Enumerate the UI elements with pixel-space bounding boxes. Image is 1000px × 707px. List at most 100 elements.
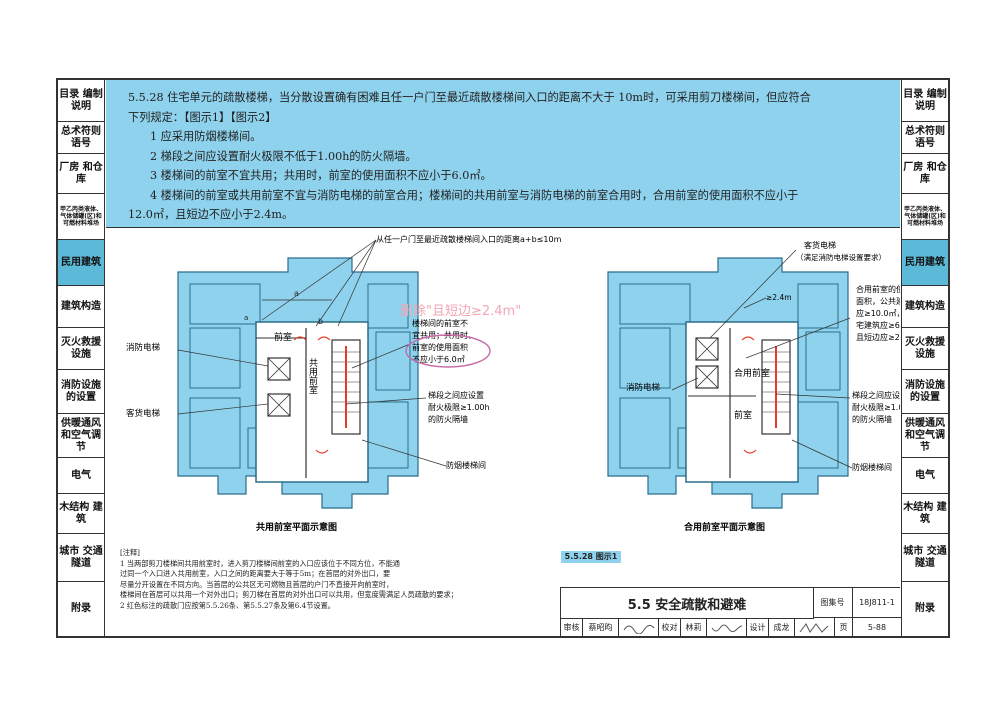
floor-plan-drawings: a b a 前室 共用前室	[106, 228, 923, 548]
svg-text:a: a	[294, 289, 299, 298]
svg-text:梯段之间应设置: 梯段之间应设置	[428, 390, 484, 400]
tab-appendix[interactable]: 附录	[915, 603, 935, 614]
right-area-annotation: 合用前室的使用 面积，公共建筑 应≥10.0㎡，住 宅建筑应≥6.0㎡， 且短边…	[856, 284, 923, 342]
clause-item-4a: 4 楼梯间的前室或共用前室不宜与消防电梯的前室合用；楼梯间的共用前室与消防电梯的…	[150, 188, 799, 202]
tab-electric[interactable]: 电气	[902, 458, 948, 494]
page-number: 5-88	[867, 623, 887, 632]
right-tab-column: 目录 编制说明 总术符则语号 厂房 和仓库 甲乙丙类液体、气体储罐(区)和可燃材…	[901, 80, 948, 636]
title-block: 5.5 安全疏散和避难 图集号 18J811-1 审核 蔡昭昀 校对 林莉 设计…	[560, 587, 901, 637]
svg-text:应≥10.0㎡，住: 应≥10.0㎡，住	[856, 308, 900, 318]
note-1c: 尽量分开设置在不同方向。当首层的公共区无可燃物且首层的户门不直接开向前室时，	[120, 579, 394, 589]
clause-item-4b: 12.0㎡，且短边不应小于2.4m。	[128, 208, 294, 221]
svg-text:耐火极限≥1.00h: 耐火极限≥1.00h	[428, 402, 490, 412]
right-floor-plan: 合用前室 前室 客货电梯 （满足消防电梯设置要求） 消防电梯 ≥2.4m	[607, 240, 923, 533]
checker-name: 林莉	[681, 618, 707, 637]
tab-hvac[interactable]: 供暖通风 和空气调节	[902, 414, 948, 458]
section-title: 5.5 安全疏散和避难	[561, 588, 814, 619]
left-fire-elevator-label: 消防电梯	[126, 342, 161, 353]
check-label: 校对	[659, 618, 681, 637]
svg-text:楼梯间的前室不: 楼梯间的前室不	[412, 318, 468, 328]
clause-line-2: 下列规定：【图示1】【图示2】	[128, 110, 277, 124]
tab-hvac[interactable]: 供暖通风 和空气调节	[58, 414, 104, 458]
tab-construction[interactable]: 建筑构造	[902, 286, 948, 328]
atlas-label: 图集号	[813, 588, 853, 618]
designer-signature	[795, 618, 835, 637]
right-room-combined: 合用前室	[734, 367, 770, 379]
tab-tanks[interactable]: 甲乙丙类液体、气体储罐(区)和可燃材料堆场	[58, 194, 104, 240]
tab-terms[interactable]: 总术符则语号	[58, 122, 104, 154]
right-wall-annotation: 梯段之间应设置 耐火极限≥1.00h 的防火隔墙	[852, 390, 914, 424]
right-smoke-stair-label: 防烟楼梯间	[852, 462, 892, 472]
svg-text:a: a	[244, 314, 248, 322]
tab-tunnel[interactable]: 城市 交通隧道	[58, 534, 104, 582]
right-fire-elevator-label: 消防电梯	[626, 382, 661, 393]
tab-civil-buildings[interactable]: 民用建筑	[902, 240, 948, 286]
left-shared-annotation: 楼梯间的前室不 宜共用；共用时， 前室的使用面积 不应小于6.0㎡	[412, 318, 476, 364]
tab-tanks[interactable]: 甲乙丙类液体、气体储罐(区)和可燃材料堆场	[902, 194, 948, 240]
svg-text:的防火隔墙: 的防火隔墙	[428, 414, 468, 424]
svg-text:梯段之间应设置: 梯段之间应设置	[852, 390, 900, 400]
note-1b: 过同一个入口进入共用前室，入口之间的距离要大于等于5m；在首层的对外出口，要	[120, 569, 391, 578]
right-short-side: ≥2.4m	[766, 293, 792, 302]
drawing-sheet: 目录 编制说明 总术符则语号 厂房 和仓库 甲乙丙类液体、气体储罐(区)和可燃材…	[56, 78, 950, 638]
page-label: 页	[835, 618, 853, 637]
tab-contents[interactable]: 目录 编制说明	[902, 80, 948, 122]
left-room-shared: 共用前室	[307, 358, 318, 394]
svg-text:不应小于6.0㎡: 不应小于6.0㎡	[412, 354, 465, 364]
design-label: 设计	[747, 618, 769, 637]
tab-fire-facilities[interactable]: 消防设施 的设置	[58, 370, 104, 414]
svg-text:合用前室的使用: 合用前室的使用	[856, 284, 900, 294]
left-smoke-stair-label: 防烟楼梯间	[446, 460, 486, 470]
left-floor-plan: a b a 前室 共用前室	[126, 234, 562, 533]
svg-text:耐火极限≥1.00h: 耐火极限≥1.00h	[852, 402, 900, 412]
tab-timber[interactable]: 木结构 建筑	[902, 494, 948, 534]
svg-text:的防火隔墙: 的防火隔墙	[852, 414, 892, 424]
svg-text:b: b	[318, 317, 323, 326]
tab-factory[interactable]: 厂房 和仓库	[58, 154, 104, 194]
tab-civil-buildings[interactable]: 民用建筑	[58, 240, 104, 286]
reviewer-signature	[619, 618, 659, 637]
clause-item-2: 2 梯段之间应设置耐火极限不低于1.00h的防火隔墙。	[150, 149, 417, 163]
watermark-text: 删除"且短边≥2.4m"	[400, 304, 522, 319]
note-2: 2 红色标注的疏散门应按第5.5.26条、第5.5.27条及第6.4节设置。	[120, 600, 335, 610]
left-freight-elevator-label: 客货电梯	[126, 408, 161, 419]
left-plan-caption: 共用前室平面示意图	[256, 521, 337, 533]
svg-text:前室的使用面积: 前室的使用面积	[412, 342, 468, 352]
figure-label: 5.5.28 图示1	[561, 551, 621, 563]
left-room-front: 前室	[274, 331, 292, 343]
main-content: 5.5.28 住宅单元的疏散楼梯，当分散设置确有困难且任一户门至最近疏散楼梯间入…	[106, 80, 923, 637]
designer-name: 成龙	[769, 618, 795, 637]
svg-text:且短边应≥2.4m: 且短边应≥2.4m	[856, 332, 900, 342]
tab-rescue[interactable]: 灭火救援 设施	[58, 328, 104, 370]
note-1a: 1 当两部剪刀楼梯间共用前室时，进入剪刀楼梯间前室的入口应该位于不同方位，不能通	[120, 558, 400, 568]
clause-text-block: 5.5.28 住宅单元的疏散楼梯，当分散设置确有困难且任一户门至最近疏散楼梯间入…	[106, 80, 900, 228]
svg-text:面积，公共建筑: 面积，公共建筑	[856, 296, 900, 306]
left-wall-annotation: 梯段之间应设置 耐火极限≥1.00h 的防火隔墙	[428, 390, 490, 424]
svg-text:宅建筑应≥6.0㎡，: 宅建筑应≥6.0㎡，	[856, 320, 900, 330]
atlas-number: 18J811-1	[853, 588, 901, 618]
tab-timber[interactable]: 木结构 建筑	[58, 494, 104, 534]
left-tab-column: 目录 编制说明 总术符则语号 厂房 和仓库 甲乙丙类液体、气体储罐(区)和可燃材…	[58, 80, 105, 636]
tab-fire-facilities[interactable]: 消防设施 的设置	[902, 370, 948, 414]
notes-heading: [注释]	[120, 548, 140, 557]
clause-item-1: 1 应采用防烟楼梯间。	[150, 130, 262, 143]
right-plan-caption: 合用前室平面示意图	[684, 521, 765, 533]
reviewer-name: 蔡昭昀	[583, 618, 619, 637]
clause-line-1: 5.5.28 住宅单元的疏散楼梯，当分散设置确有困难且任一户门至最近疏散楼梯间入…	[128, 91, 811, 104]
note-1d: 楼梯间在首层可以共用一个对外出口；剪刀梯在首层的对外出口可以共用，但宽度需满足人…	[120, 590, 458, 599]
tab-terms[interactable]: 总术符则语号	[902, 122, 948, 154]
tab-tunnel[interactable]: 城市 交通隧道	[902, 534, 948, 582]
tab-contents[interactable]: 目录 编制说明	[58, 80, 104, 122]
tab-rescue[interactable]: 灭火救援 设施	[902, 328, 948, 370]
tab-electric[interactable]: 电气	[58, 458, 104, 494]
checker-signature	[707, 618, 747, 637]
right-room-front: 前室	[734, 409, 752, 421]
right-freight-elevator-label-2: （满足消防电梯设置要求）	[796, 252, 886, 262]
left-distance-note: 从任一户门至最近疏散楼梯间入口的距离a+b≤10m	[376, 234, 562, 244]
right-freight-elevator-label-1: 客货电梯	[804, 240, 836, 250]
tab-factory[interactable]: 厂房 和仓库	[902, 154, 948, 194]
tab-appendix[interactable]: 附录	[71, 603, 91, 614]
tab-construction[interactable]: 建筑构造	[58, 286, 104, 328]
left-highlight-circle	[405, 334, 491, 368]
floor-plans-svg: a b a 前室 共用前室	[126, 234, 923, 533]
